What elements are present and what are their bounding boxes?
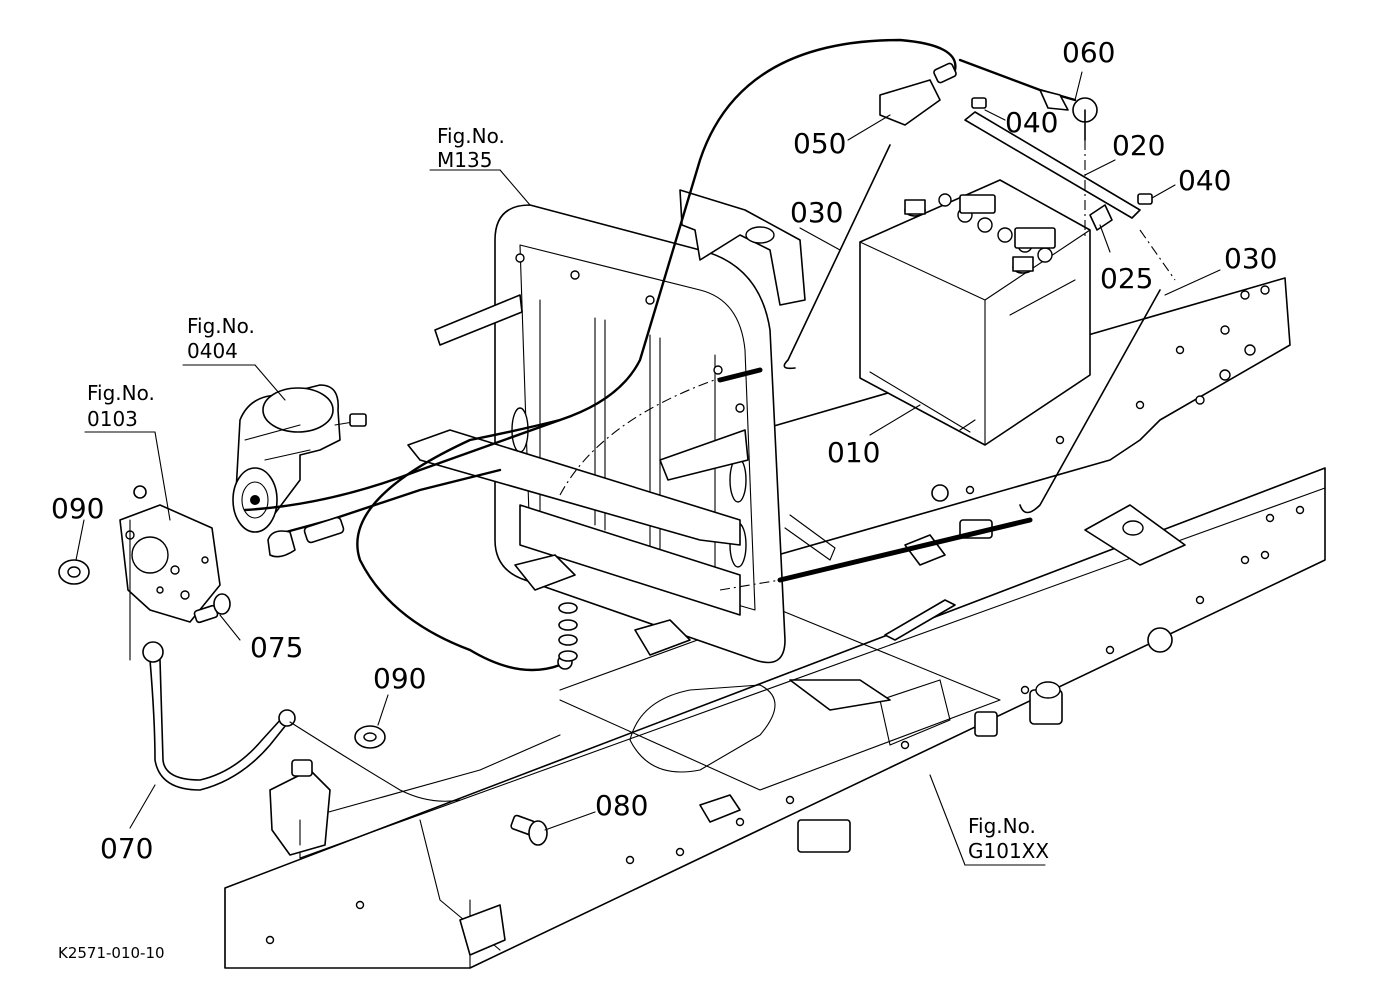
- callout-070: 070: [100, 832, 153, 865]
- starter-motor: [232, 384, 367, 533]
- drawing-number: K2571-010-10: [58, 944, 165, 962]
- callout-040-top: 040: [1005, 106, 1058, 139]
- battery-rods: [783, 144, 1161, 514]
- hold-down-nut-right: [1137, 193, 1153, 205]
- figure-references: Fig.No. M135 Fig.No. 0404 Fig.No. 0103 F…: [87, 124, 1049, 863]
- bolt-080: [510, 814, 548, 846]
- callout-030-right: 030: [1224, 242, 1277, 275]
- battery: [859, 179, 1091, 446]
- hold-down-nut-left: [971, 97, 987, 109]
- callout-090-right: 090: [373, 662, 426, 695]
- starter-mounting-plate: [119, 485, 221, 623]
- callout-020: 020: [1112, 129, 1165, 162]
- callout-040-right: 040: [1178, 164, 1231, 197]
- callout-050: 050: [793, 127, 846, 160]
- bolt-075: [193, 593, 231, 624]
- callout-080: 080: [595, 789, 648, 822]
- fig-ref-g101xx-label: Fig.No.: [968, 814, 1036, 838]
- rear-rail-holes: [965, 285, 1270, 495]
- battery-support-frame: [407, 189, 993, 711]
- callout-090-left: 090: [51, 492, 104, 525]
- callout-025: 025: [1100, 262, 1153, 295]
- callout-030-left: 030: [790, 196, 843, 229]
- fig-ref-0404-label: Fig.No.: [187, 314, 255, 338]
- fig-ref-0103-label: Fig.No.: [87, 381, 155, 405]
- hardware: [58, 559, 578, 846]
- battery-hold-down-bar: [964, 97, 1176, 281]
- terminal-boot-050: [879, 79, 941, 126]
- washer-stack: [558, 602, 578, 662]
- fig-ref-0103-number: 0103: [87, 407, 138, 431]
- fig-ref-0404-number: 0404: [187, 339, 238, 363]
- callout-075: 075: [250, 631, 303, 664]
- callout-010: 010: [827, 436, 880, 469]
- leader-lines: [75, 71, 1221, 866]
- callout-labels: 060 040 050 020 040 030 025 030 010 090 …: [51, 36, 1277, 865]
- fig-ref-m135-label: Fig.No.: [437, 124, 505, 148]
- nut-090-left: [58, 559, 90, 585]
- callout-060: 060: [1062, 36, 1115, 69]
- fig-ref-m135-number: M135: [437, 148, 492, 172]
- frame-rail-holes: [265, 505, 1305, 945]
- fig-ref-g101xx-number: G101XX: [968, 839, 1049, 863]
- nut-090-right: [354, 725, 386, 749]
